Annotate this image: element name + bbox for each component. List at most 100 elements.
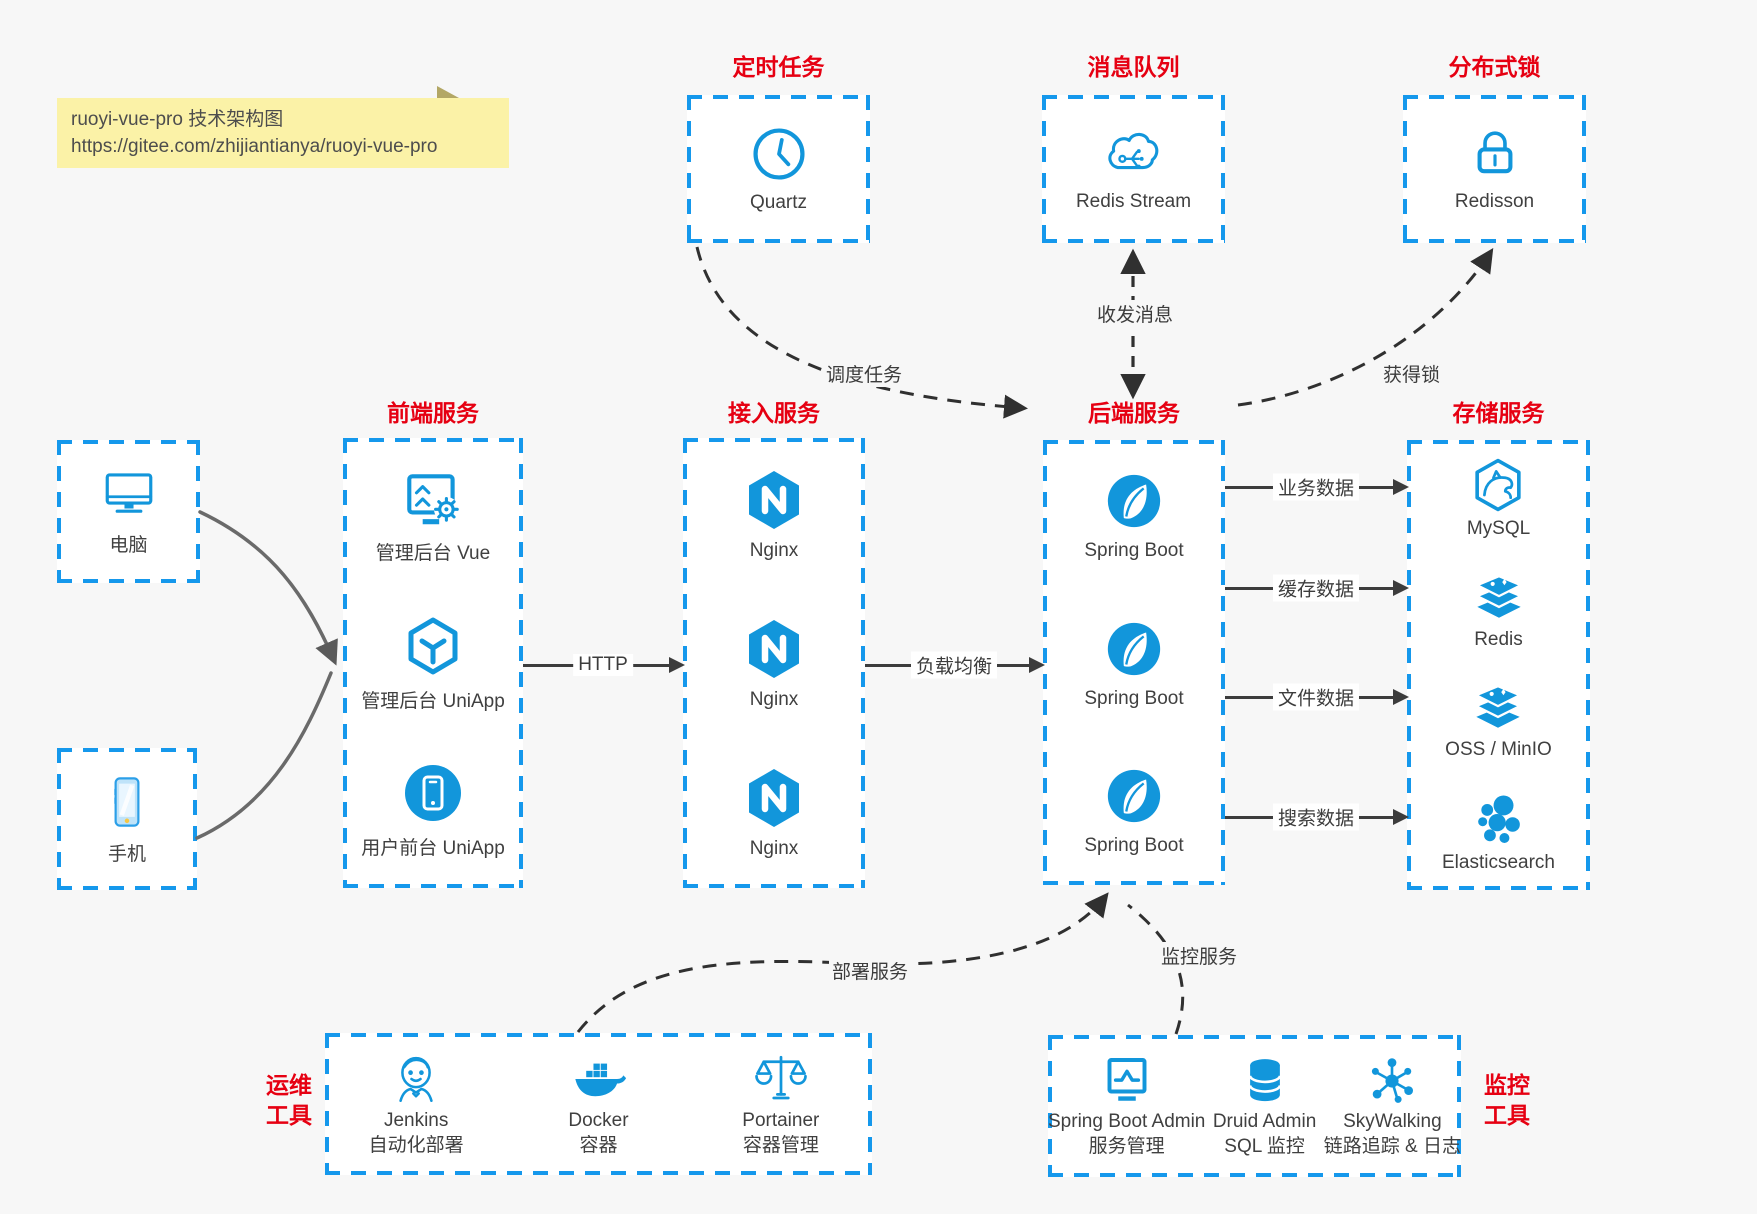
group-client-pc: 电脑: [57, 440, 200, 583]
node-label: Nginx: [749, 540, 799, 561]
spring-boot-icon: [1107, 769, 1161, 823]
title-line: 运维: [266, 1072, 312, 1098]
group-scheduler: Quartz: [687, 95, 870, 243]
tool-portainer: Portainer 容器管理: [690, 1050, 872, 1158]
tool-name: Docker: [568, 1110, 629, 1131]
group-mq: Redis Stream: [1042, 95, 1225, 243]
edge-label-deploy-service: 部署服务: [829, 957, 912, 984]
tool-desc: SQL 监控: [1224, 1136, 1305, 1157]
node-redis-stream: Redis Stream: [1076, 125, 1191, 213]
tool-name: Spring Boot Admin: [1048, 1111, 1206, 1132]
skywalking-icon: [1372, 1058, 1414, 1103]
node-label: Nginx: [749, 838, 799, 859]
node-label: Nginx: [749, 689, 799, 710]
edge-label-acquire-lock: 获得锁: [1380, 360, 1444, 387]
arrowhead-icon: [1393, 580, 1409, 596]
desktop-icon: [105, 473, 152, 513]
lock-icon: [1477, 131, 1512, 174]
elasticsearch-icon: [1477, 795, 1520, 843]
edge-label-schedule-job: 调度任务: [823, 360, 906, 387]
tool-skywalking: SkyWalking 链路追踪 & 日志: [1324, 1053, 1461, 1159]
node-label: OSS / MinIO: [1445, 739, 1552, 761]
edge-label: 搜索数据: [1272, 803, 1360, 831]
group-title-storage: 存储服务: [1452, 400, 1545, 426]
tool-name: SkyWalking: [1343, 1111, 1442, 1132]
jenkins-icon: [399, 1056, 433, 1103]
group-frontend: 管理后台 Vue 管理后台 UniApp 用户前台 UniApp: [343, 438, 523, 888]
note-url: https://gitee.com/zhijiantianya/ruoyi-vu…: [71, 136, 438, 157]
group-gateway: Nginx Nginx Nginx: [683, 438, 865, 888]
group-backend: Spring Boot Spring Boot Spring Boot: [1043, 440, 1225, 885]
nginx-icon: [749, 769, 799, 827]
node-pc: 电脑: [100, 466, 158, 557]
node-label: Spring Boot: [1084, 835, 1184, 856]
title-line: 工具: [1484, 1102, 1530, 1128]
tool-jenkins: Jenkins 自动化部署: [325, 1050, 507, 1158]
node-label: Elasticsearch: [1442, 851, 1555, 873]
node-admin-uniapp: 管理后台 UniApp: [361, 614, 505, 713]
group-title-lock: 分布式锁: [1448, 54, 1541, 80]
group-title-backend: 后端服务: [1088, 400, 1180, 426]
node-oss-minio: OSS / MinIO: [1445, 679, 1552, 761]
node-admin-vue: 管理后台 Vue: [376, 468, 490, 565]
note-title: ruoyi-vue-pro 技术架构图: [71, 109, 284, 130]
edge-label-monitor-service: 监控服务: [1158, 942, 1241, 969]
node-quartz: Quartz: [749, 124, 809, 214]
edge-phone-to-frontend: [195, 671, 333, 840]
node-redisson: Redisson: [1455, 125, 1534, 213]
tool-docker: Docker 容器: [507, 1050, 689, 1158]
node-spring-boot-2: Spring Boot: [1084, 618, 1184, 710]
edge-monitor-service: [1127, 903, 1185, 1035]
group-lock: Redisson: [1403, 95, 1586, 243]
sticky-note: ruoyi-vue-pro 技术架构图 https://gitee.com/zh…: [57, 86, 509, 168]
group-monitoring: Spring Boot Admin 服务管理 Druid Admin SQL 监…: [1048, 1035, 1461, 1177]
cloud-stream-icon: [1108, 132, 1159, 170]
node-nginx-3: Nginx: [742, 766, 806, 860]
edge-label: 缓存数据: [1272, 574, 1360, 602]
cube-icon: [408, 617, 458, 674]
portainer-icon: [754, 1055, 807, 1100]
admin-vue-icon: [407, 474, 459, 525]
druid-icon: [1248, 1059, 1281, 1102]
nginx-icon: [749, 471, 799, 529]
redis-icon: [1474, 574, 1523, 618]
nginx-icon: [749, 620, 799, 678]
group-title-frontend: 前端服务: [387, 400, 479, 426]
node-user-uniapp: 用户前台 UniApp: [361, 761, 505, 860]
group-client-phone: 手机: [57, 748, 197, 890]
node-mysql: MySQL: [1467, 456, 1530, 540]
tool-desc: 链路追踪 & 日志: [1323, 1136, 1461, 1157]
tool-desc: 容器管理: [742, 1135, 819, 1156]
edge-label: 负载均衡: [910, 651, 998, 679]
node-redis: Redis: [1470, 569, 1528, 651]
spring-boot-icon: [1107, 474, 1161, 528]
group-title-mq: 消息队列: [1087, 54, 1180, 80]
node-label: Spring Boot: [1084, 540, 1184, 561]
node-label: 手机: [107, 843, 146, 865]
mysql-icon: [1475, 458, 1522, 512]
mobile-app-icon: [404, 765, 461, 821]
node-label: 管理后台 UniApp: [361, 690, 505, 712]
arrowhead-icon: [669, 657, 685, 673]
node-label: Redis Stream: [1075, 191, 1192, 212]
tool-name: Portainer: [742, 1110, 820, 1131]
tool-spring-boot-admin: Spring Boot Admin 服务管理: [1048, 1053, 1205, 1159]
node-spring-boot-1: Spring Boot: [1084, 470, 1184, 562]
tool-desc: 服务管理: [1088, 1136, 1165, 1157]
tool-name: Jenkins: [383, 1110, 449, 1131]
edge-label: 文件数据: [1272, 683, 1360, 711]
node-label: Redis: [1474, 628, 1523, 650]
tool-druid-admin: Druid Admin SQL 监控: [1205, 1053, 1323, 1159]
spring-boot-icon: [1107, 622, 1161, 675]
node-label: Spring Boot: [1084, 687, 1184, 709]
node-label: Quartz: [749, 192, 808, 213]
node-spring-boot-3: Spring Boot: [1084, 765, 1184, 857]
group-storage: MySQL Redis OSS / MinIO: [1407, 440, 1590, 890]
arrowhead-icon: [1393, 479, 1409, 495]
spring-boot-admin-icon: [1107, 1058, 1147, 1101]
edge-label: HTTP: [573, 654, 633, 676]
tool-desc: 容器: [579, 1135, 618, 1156]
node-label: Redisson: [1454, 191, 1535, 212]
group-title-monitoring: 监控 工具: [1468, 1070, 1546, 1130]
